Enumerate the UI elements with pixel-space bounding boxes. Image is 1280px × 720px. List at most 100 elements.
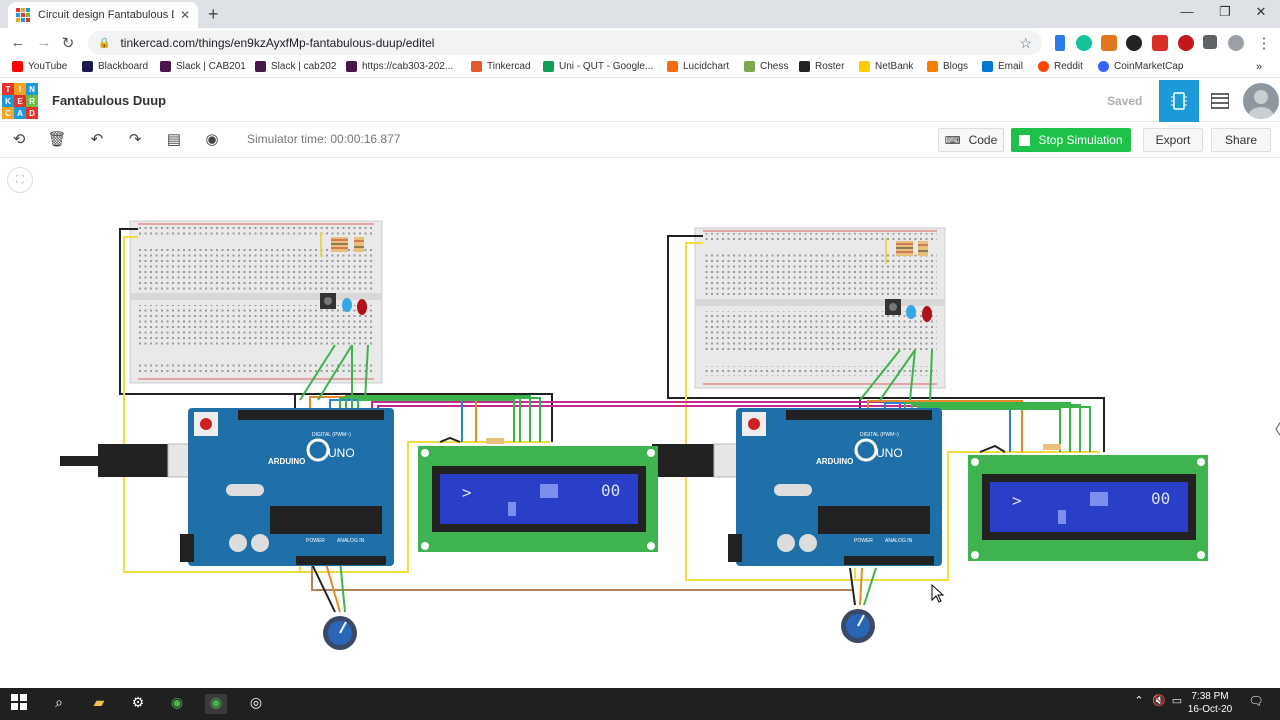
fit-view-icon[interactable]: ⛶ (7, 167, 33, 193)
lcd-resistor-right[interactable] (1043, 444, 1061, 450)
lcd-left-cursor-char: > (462, 483, 472, 502)
arduino-uno-right[interactable] (728, 408, 942, 566)
adblock-icon[interactable] (1178, 35, 1194, 51)
menu-kebab-icon[interactable]: ⋮ (1256, 35, 1272, 52)
simulator-time: Simulator time: 00:00:16.877 (247, 132, 401, 146)
stop-simulation-button[interactable]: Stop Simulation (1011, 128, 1131, 152)
tinkercad-logo[interactable]: T I N K E R C A D (2, 83, 38, 119)
bookmark-chess[interactable]: Chess (744, 61, 788, 72)
potentiometer-left[interactable] (323, 616, 357, 650)
wires[interactable] (119, 228, 1105, 613)
circuit-view-button[interactable] (1159, 80, 1199, 122)
arduino-uno-left[interactable] (180, 408, 394, 566)
tinkercad-favicon-icon (16, 8, 30, 22)
resistors-left[interactable] (320, 232, 364, 257)
grammarly-icon[interactable] (1076, 35, 1092, 51)
lcd-display-left[interactable] (418, 446, 658, 552)
circuit-canvas[interactable]: ⛶ 〈 (0, 158, 1280, 688)
blocker-icon[interactable] (1152, 35, 1168, 51)
bookmarks-overflow-icon[interactable]: » (1256, 61, 1263, 73)
obs-icon[interactable]: ◎ (249, 694, 263, 710)
bookmark-blackboard[interactable]: Blackboard (82, 61, 148, 72)
bookmark-cab303[interactable]: https://cab303-202... (346, 61, 453, 72)
led-blue-left[interactable] (342, 298, 352, 312)
notifications-icon[interactable]: 🗨 (1248, 694, 1264, 708)
bookmark-youtube[interactable]: YouTube (12, 61, 67, 72)
bookmarks-bar: YouTube Blackboard Slack | CAB201 Slack … (0, 58, 1280, 78)
url-omnibox[interactable]: 🔒 tinkercad.com/things/en9kzAyxfMp-fanta… (88, 31, 1042, 55)
search-icon[interactable]: ⌕ (55, 694, 63, 710)
close-window-button[interactable]: ✕ (1255, 4, 1267, 19)
browser-tab[interactable]: Circuit design Fantabulous Duup ✕ (8, 2, 198, 28)
new-tab-button[interactable]: + (208, 4, 219, 24)
export-button[interactable]: Export (1143, 128, 1203, 152)
back-button[interactable]: ← (10, 34, 26, 51)
slack-icon (160, 61, 171, 72)
chrome-active-icon[interactable]: ◉ (205, 694, 227, 714)
lucidchart-icon (667, 61, 678, 72)
visibility-eye-icon[interactable]: ◉ (205, 131, 219, 148)
bookmark-blogs[interactable]: Blogs (927, 61, 968, 72)
led-blue-right[interactable] (906, 305, 916, 319)
settings-gear-icon[interactable]: ⚙ (131, 694, 145, 710)
extensions-puzzle-icon[interactable] (1203, 35, 1217, 49)
windows-taskbar: ⌕ ▰ ⚙ ◉ ◉ ◎ ⌃ 🔇 ▭ 7:38 PM 16-Oct-20 🗨 (0, 688, 1280, 720)
maximize-button[interactable]: ❐ (1219, 4, 1231, 19)
slack-icon (255, 61, 266, 72)
undo-icon[interactable]: ↶ (90, 131, 104, 148)
code-button[interactable]: ⌨Code (938, 128, 1004, 152)
share-button[interactable]: Share (1211, 128, 1271, 152)
project-title[interactable]: Fantabulous Duup (52, 93, 167, 108)
bookmark-email[interactable]: Email (982, 61, 1023, 72)
chrome-icon[interactable]: ◉ (170, 694, 184, 710)
tinkercad-icon (471, 61, 482, 72)
user-avatar[interactable] (1243, 83, 1279, 119)
digital-label-right: DIGITAL (PWM~) (860, 432, 899, 438)
delete-icon[interactable]: 🗑 (47, 131, 67, 148)
file-explorer-icon[interactable]: ▰ (93, 694, 105, 710)
arduino-brand-left: ARDUINO (268, 457, 305, 466)
bookmark-netbank[interactable]: NetBank (859, 61, 913, 72)
list-view-icon (1211, 93, 1229, 109)
reload-button[interactable]: ↻ (61, 35, 75, 52)
tab-close-icon[interactable]: ✕ (179, 8, 190, 22)
led-red-right[interactable] (922, 306, 932, 322)
taskbar-clock[interactable]: 7:38 PM 16-Oct-20 (1187, 691, 1233, 715)
collapse-panel-chevron-icon[interactable]: 〈 (1266, 416, 1280, 440)
bookmark-lucidchart[interactable]: Lucidchart (667, 61, 729, 72)
reddit-ext-icon[interactable] (1126, 35, 1142, 51)
bookmark-star-icon[interactable]: ☆ (1019, 34, 1032, 51)
saved-status: Saved (1107, 94, 1143, 108)
minimize-button[interactable]: — (1180, 4, 1194, 19)
volume-muted-icon[interactable]: 🔇 (1152, 695, 1166, 707)
extension-icon[interactable] (1055, 35, 1065, 51)
bookmark-slack-cab202[interactable]: Slack | cab202 (255, 61, 336, 72)
bookmark-slack-cab201[interactable]: Slack | CAB201 (160, 61, 246, 72)
windows-start-icon[interactable] (8, 694, 30, 714)
tray-chevron-icon[interactable]: ⌃ (1134, 695, 1144, 707)
resistors-right[interactable] (885, 238, 928, 264)
rotate-icon[interactable]: ⟲ (12, 131, 26, 148)
network-icon[interactable]: ▭ (1171, 695, 1183, 707)
notes-icon[interactable]: ▤ (166, 131, 182, 148)
profile-icon[interactable] (1228, 35, 1244, 51)
forward-button[interactable]: → (36, 34, 52, 51)
lcd-resistor-left[interactable] (486, 438, 504, 444)
bookmark-google-drive[interactable]: Uni - QUT - Google... (543, 61, 653, 72)
blackboard-icon (82, 61, 93, 72)
arduino-uno-label-right: UNO (876, 446, 903, 460)
arduino-brand-right: ARDUINO (816, 457, 853, 466)
tab-title: Circuit design Fantabulous Duup (38, 9, 174, 21)
redo-icon[interactable]: ↷ (128, 131, 142, 148)
metamask-icon[interactable] (1101, 35, 1117, 51)
bookmark-reddit[interactable]: Reddit (1038, 61, 1083, 72)
bookmark-tinkercad[interactable]: Tinkercad (471, 61, 531, 72)
analog-label-left: ANALOG IN (337, 538, 365, 544)
power-label-right: POWER (854, 538, 873, 544)
bookmark-coinmarketcap[interactable]: CoinMarketCap (1098, 61, 1183, 72)
potentiometer-right[interactable] (841, 609, 875, 643)
bookmark-roster[interactable]: Roster (799, 61, 844, 72)
led-red-left[interactable] (357, 299, 367, 315)
lcd-display-right[interactable] (968, 455, 1208, 561)
schematic-list-button[interactable] (1200, 80, 1240, 122)
